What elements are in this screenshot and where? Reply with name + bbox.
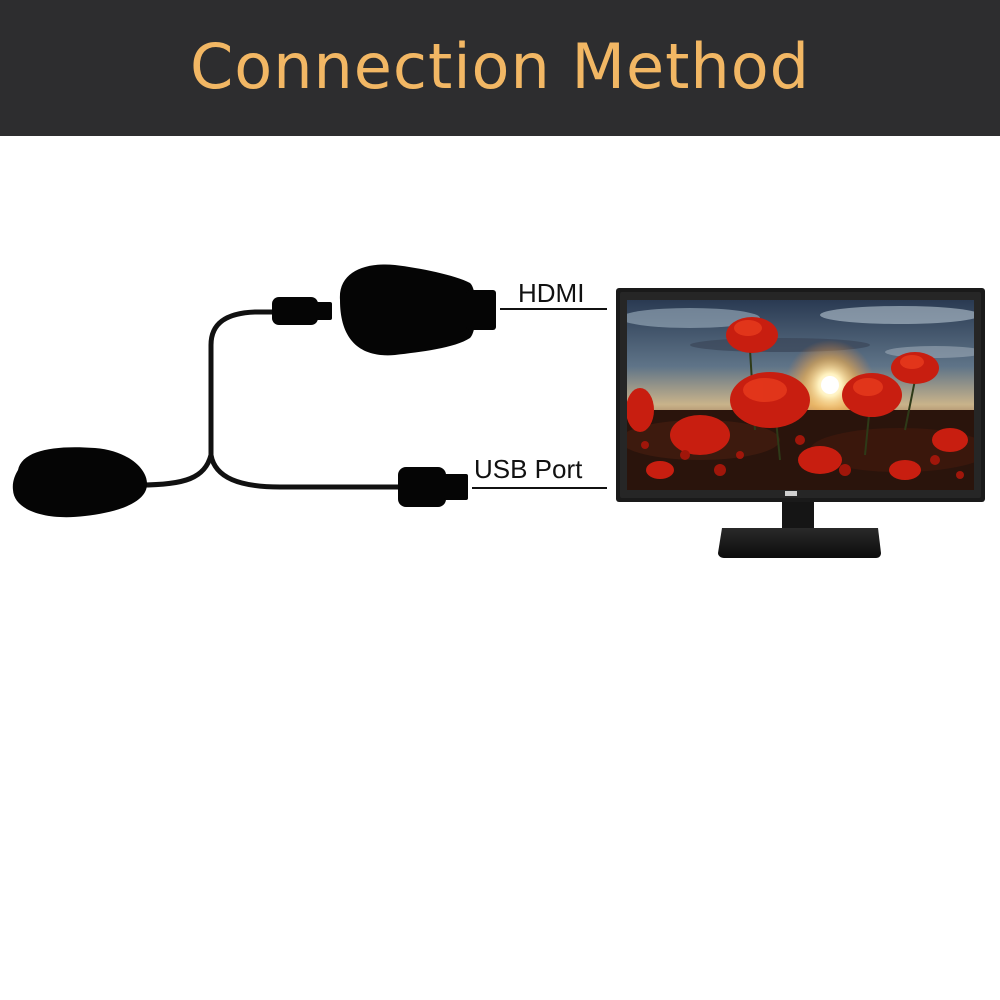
cable-lower-branch <box>208 452 403 490</box>
monitor-stand-base <box>718 528 881 558</box>
page-title: Connection Method <box>189 29 811 103</box>
cable-main-wire <box>137 452 214 488</box>
usb-port-label: USB Port <box>474 454 583 484</box>
usb-power-plug-icon <box>12 447 148 518</box>
y-cable <box>137 309 403 490</box>
monitor-screen-image <box>627 300 974 490</box>
micro-usb-connector-icon <box>272 297 332 325</box>
wireless-display-dongle-icon <box>339 264 496 356</box>
monitor-icon <box>616 288 985 558</box>
usb-a-plug-icon <box>398 467 468 507</box>
monitor-brand-badge <box>785 491 797 496</box>
header-bar: Connection Method <box>0 0 1000 136</box>
monitor-stand-neck <box>782 502 814 528</box>
cable-upper-branch <box>208 309 279 458</box>
hdmi-label: HDMI <box>518 278 585 308</box>
